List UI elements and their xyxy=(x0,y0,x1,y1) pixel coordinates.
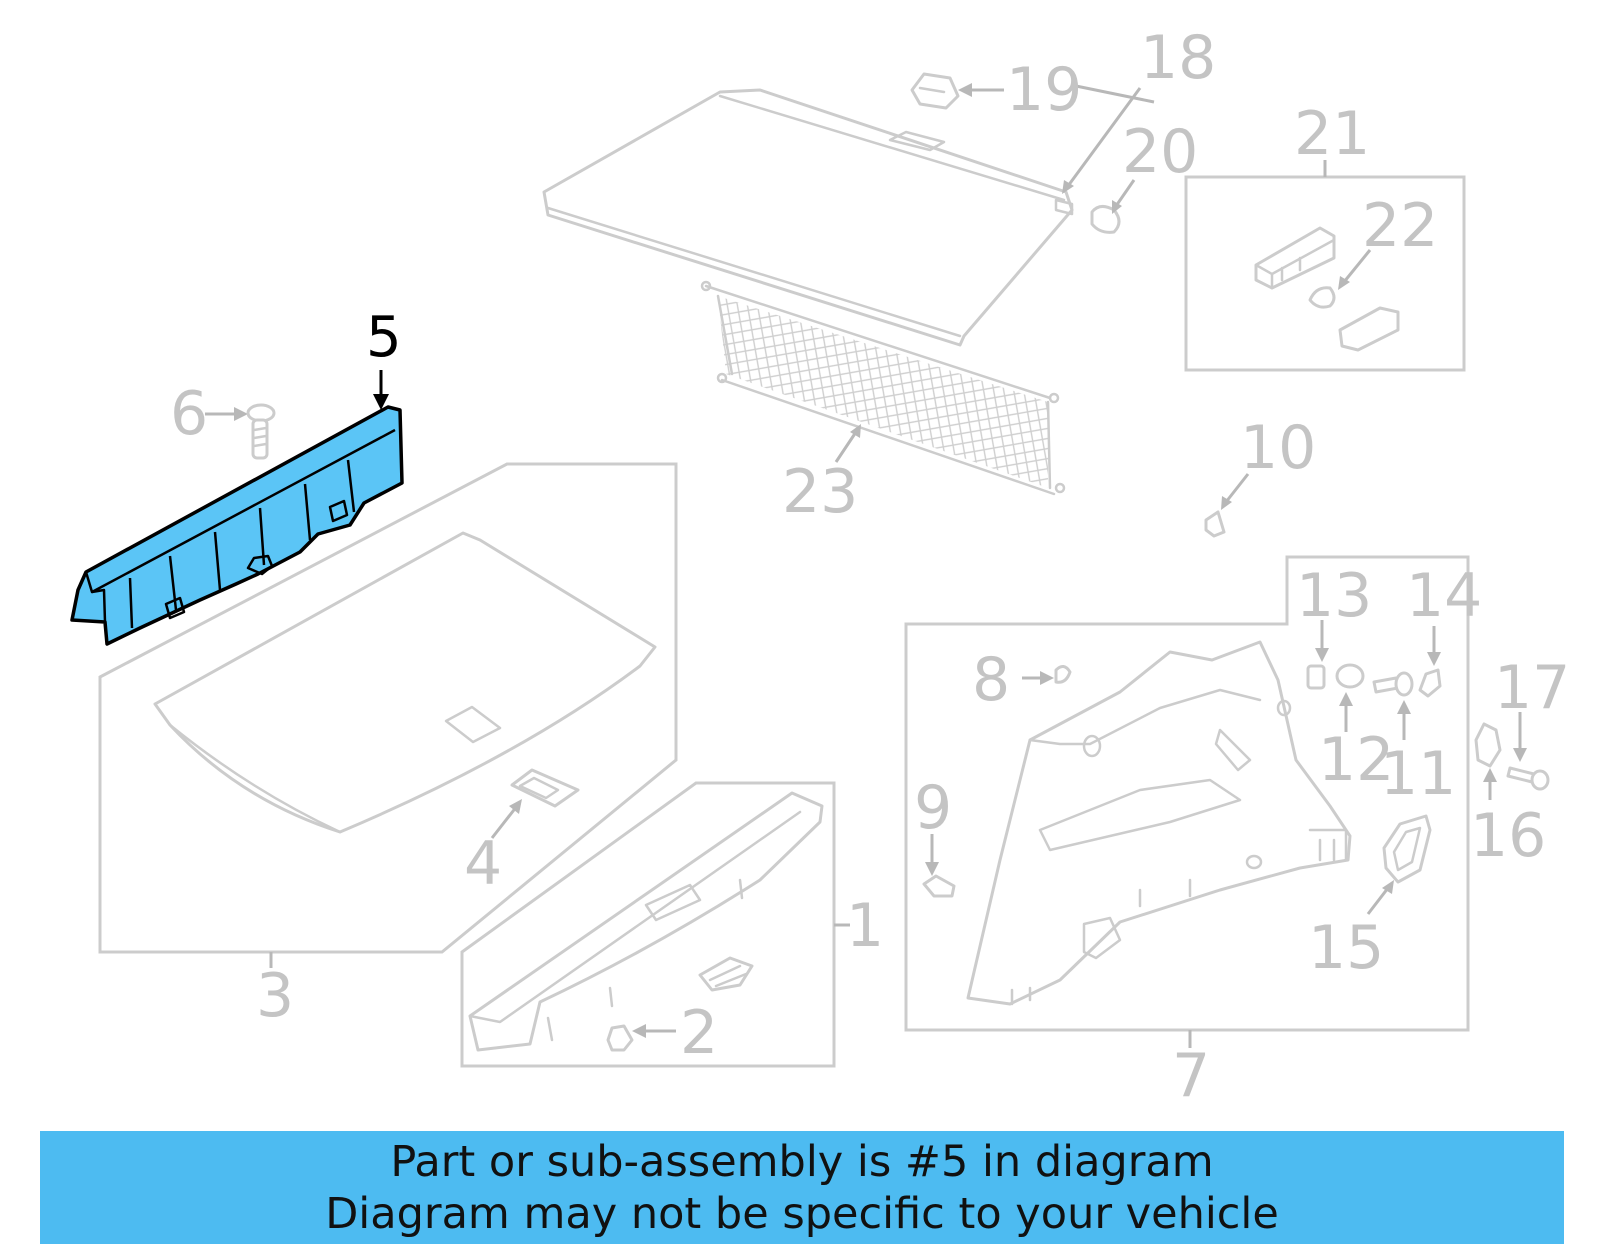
callout-16: 16 xyxy=(1470,801,1546,871)
part-4-floor-hook xyxy=(490,768,580,839)
part-18-cargo-cover xyxy=(542,84,1155,347)
part-9-clip xyxy=(922,834,956,898)
part-5-highlighted-trim-panel xyxy=(70,370,404,646)
part-2-clip xyxy=(606,956,754,1052)
part-16-grommet xyxy=(1474,722,1502,800)
callout-3: 3 xyxy=(256,961,294,1031)
part-11-screw xyxy=(1372,671,1414,740)
part-14-clip xyxy=(1418,626,1442,698)
callout-10: 10 xyxy=(1240,413,1316,483)
callout-1: 1 xyxy=(846,891,884,961)
callout-22: 22 xyxy=(1362,191,1438,261)
part-1-sill-plate xyxy=(460,781,850,1068)
callout-17: 17 xyxy=(1494,653,1570,723)
callout-9: 9 xyxy=(914,773,952,843)
callout-2: 2 xyxy=(680,998,718,1068)
part-10-bracket xyxy=(1204,473,1250,538)
part-23-cargo-net xyxy=(700,280,1066,496)
callout-13: 13 xyxy=(1296,561,1372,631)
part-19-cover-hook xyxy=(910,72,1004,110)
callout-12: 12 xyxy=(1318,725,1394,795)
part-12-clip xyxy=(1335,663,1365,732)
callout-11: 11 xyxy=(1380,739,1456,809)
part-20-clip xyxy=(1090,179,1136,234)
part-13-clip xyxy=(1306,620,1329,690)
part-15-cover xyxy=(1366,814,1432,915)
callout-20: 20 xyxy=(1122,117,1198,187)
callout-6: 6 xyxy=(170,379,208,449)
callout-19: 19 xyxy=(1006,55,1082,125)
callout-21: 21 xyxy=(1294,99,1370,169)
part-6-bolt xyxy=(205,403,276,460)
callout-4: 4 xyxy=(464,829,502,899)
part-21-lamp-assembly xyxy=(1184,160,1466,372)
callout-5: 5 xyxy=(366,305,402,370)
part-8-clip xyxy=(1022,665,1072,685)
callout-18: 18 xyxy=(1140,23,1216,93)
callout-15: 15 xyxy=(1308,913,1384,983)
callout-7: 7 xyxy=(1172,1041,1210,1111)
banner-line-2: Diagram may not be specific to your vehi… xyxy=(325,1188,1279,1239)
callout-14: 14 xyxy=(1406,561,1482,631)
part-17-screw xyxy=(1506,712,1550,791)
banner-line-1: Part or sub-assembly is #5 in diagram xyxy=(390,1136,1214,1187)
callout-23: 23 xyxy=(782,457,858,527)
info-banner: Part or sub-assembly is #5 in diagram Di… xyxy=(40,1131,1564,1244)
callout-8: 8 xyxy=(972,645,1010,715)
part-3-floor-panel xyxy=(98,462,678,968)
